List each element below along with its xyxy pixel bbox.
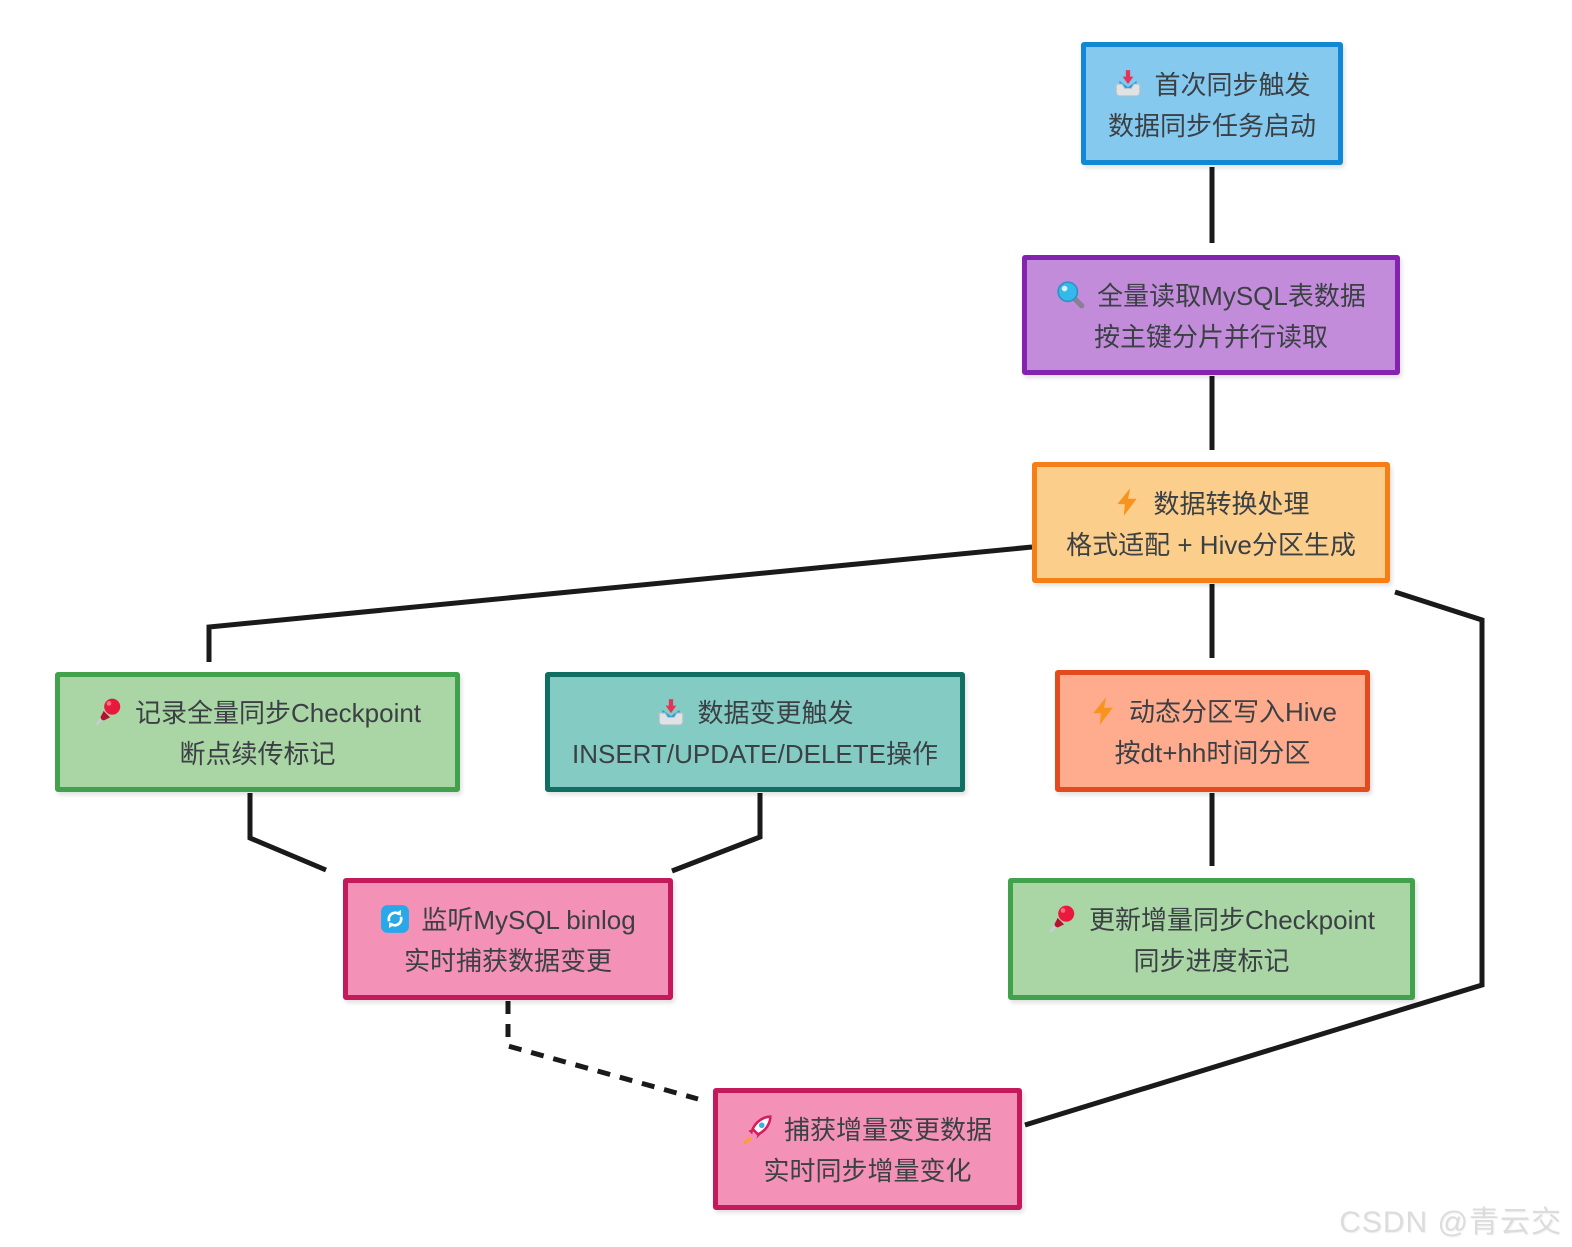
node-title: 动态分区写入Hive: [1128, 697, 1337, 727]
lightning-icon: [1088, 696, 1118, 726]
node-title: 首次同步触发: [1154, 69, 1311, 100]
node-subtitle: 数据同步任务启动: [1107, 110, 1316, 141]
pushpin-icon: [94, 697, 124, 727]
node-dynamic-partition-write: 动态分区写入Hive 按dt+hh时间分区: [1055, 670, 1370, 792]
node-full-read-mysql: 全量读取MySQL表数据 按主键分片并行读取: [1022, 255, 1400, 375]
edge-incrcapture-transform: [1024, 589, 1485, 1128]
watermark: CSDN @青云交: [1339, 1206, 1562, 1239]
lightning-icon: [1112, 487, 1142, 517]
inbox-tray-icon: [656, 697, 686, 727]
edge-checkpoint-binlog: [247, 793, 327, 873]
node-title: 全量读取MySQL表数据: [1097, 281, 1366, 311]
edge-binlog-incrcapture: [505, 1001, 699, 1102]
magnifier-icon: [1056, 280, 1086, 310]
node-binlog-listen: 监听MySQL binlog 实时捕获数据变更: [343, 878, 673, 1000]
node-incremental-capture: 捕获增量变更数据 实时同步增量变化: [713, 1088, 1022, 1210]
inbox-tray-icon: [1113, 68, 1143, 98]
node-full-sync-checkpoint: 记录全量同步Checkpoint 断点续传标记: [55, 672, 460, 792]
node-subtitle: INSERT/UPDATE/DELETE操作: [572, 739, 938, 769]
node-title: 更新增量同步Checkpoint: [1088, 905, 1376, 935]
node-subtitle: 格式适配 + Hive分区生成: [1066, 529, 1356, 560]
node-subtitle: 实时同步增量变化: [763, 1156, 972, 1186]
refresh-icon: [380, 904, 410, 934]
node-subtitle: 断点续传标记: [179, 739, 336, 769]
node-subtitle: 按dt+hh时间分区: [1114, 738, 1311, 768]
node-first-sync-trigger: 首次同步触发 数据同步任务启动: [1081, 42, 1343, 165]
node-title: 数据转换处理: [1153, 488, 1310, 519]
edge-transform-checkpoint: [206, 544, 1033, 662]
node-title: 捕获增量变更数据: [783, 1115, 992, 1145]
node-title: 监听MySQL binlog: [421, 905, 636, 935]
rocket-icon: [743, 1114, 773, 1144]
node-subtitle: 按主键分片并行读取: [1093, 322, 1328, 352]
node-data-change-trigger: 数据变更触发 INSERT/UPDATE/DELETE操作: [545, 672, 965, 792]
node-title: 数据变更触发: [697, 698, 854, 728]
node-subtitle: 实时捕获数据变更: [403, 946, 612, 976]
node-subtitle: 同步进度标记: [1133, 946, 1290, 976]
node-title: 记录全量同步Checkpoint: [134, 698, 422, 728]
edge-changetrigger-binlog: [671, 793, 763, 874]
node-data-transform: 数据转换处理 格式适配 + Hive分区生成: [1032, 462, 1390, 583]
node-incremental-checkpoint: 更新增量同步Checkpoint 同步进度标记: [1008, 878, 1415, 1000]
pushpin-icon: [1048, 904, 1078, 934]
